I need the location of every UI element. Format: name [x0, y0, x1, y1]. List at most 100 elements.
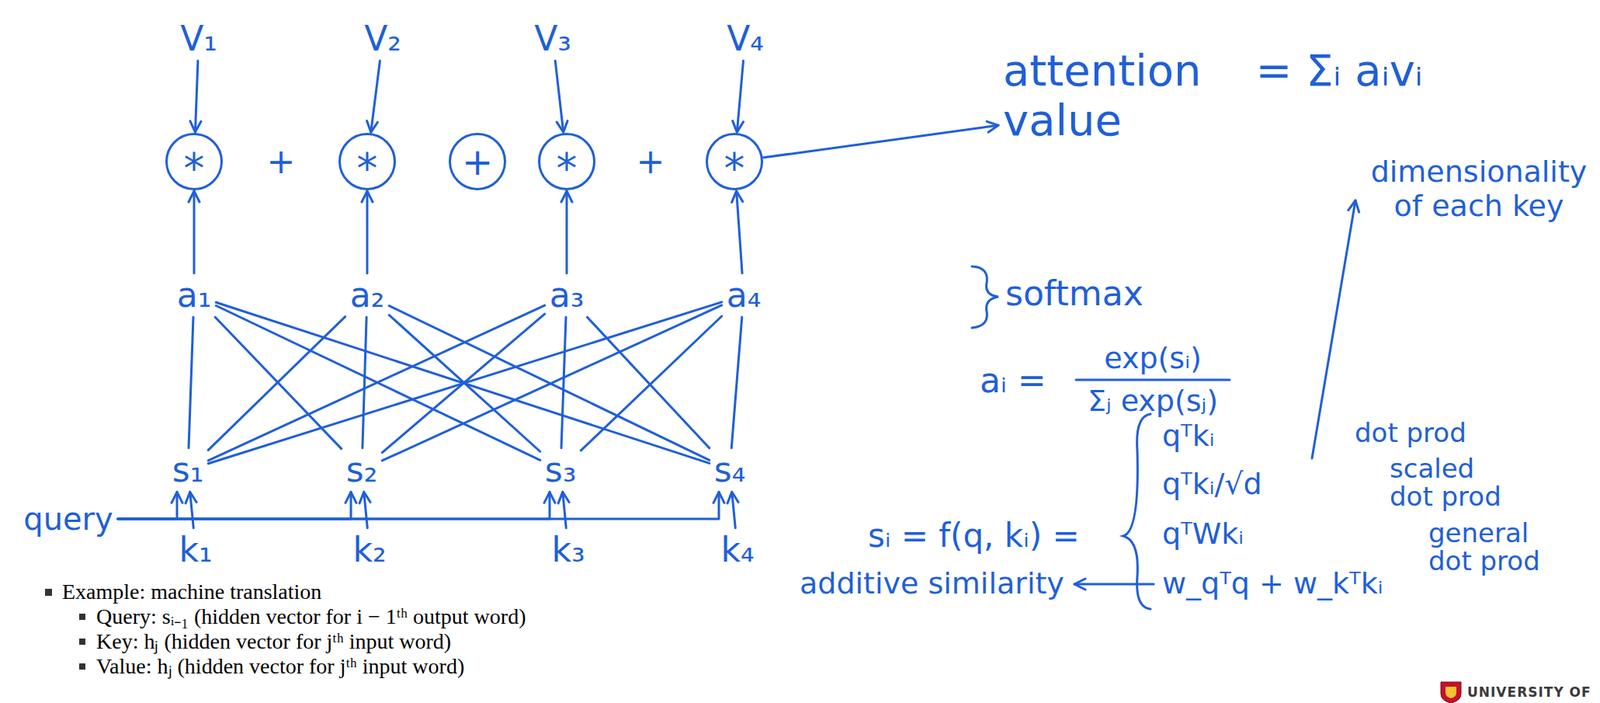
connector-line	[188, 316, 194, 448]
connector-line	[731, 316, 742, 448]
score-label: s₁	[167, 447, 209, 493]
node-text: a₄	[726, 275, 762, 316]
connector-line	[586, 316, 709, 448]
arrow	[364, 491, 368, 528]
attention-output: attention value = Σᵢ aᵢvᵢ	[998, 43, 1428, 149]
connector-line	[561, 316, 566, 448]
formula: aᵢ =	[979, 360, 1047, 401]
node-text: k₄	[720, 530, 754, 570]
arrow	[736, 190, 743, 274]
value-vector: V₄	[721, 17, 769, 62]
value-vector: V₃	[529, 17, 577, 62]
arrow	[118, 491, 178, 519]
score-label: s₃	[540, 447, 582, 493]
arrow	[118, 491, 351, 519]
formula: sᵢ = f(q, kᵢ) =	[867, 517, 1080, 555]
multiply-circle: *	[338, 132, 396, 191]
node-text: *	[183, 147, 205, 190]
formula: Σⱼ exp(sⱼ)	[1087, 384, 1219, 419]
connector-line	[362, 316, 367, 448]
arrow	[118, 491, 550, 519]
node-text: V₄	[726, 19, 764, 60]
arrow	[555, 60, 563, 132]
node-text: V₁	[180, 19, 218, 60]
connector-line	[215, 301, 709, 463]
fraction-bar	[1075, 378, 1230, 382]
node-text: k₂	[352, 530, 386, 570]
university-crest	[1440, 681, 1462, 703]
weight-label: a₃	[544, 273, 590, 318]
output-heading: attention value	[1003, 45, 1201, 146]
key-vector: k₃	[546, 527, 590, 573]
leader-arrow	[1074, 583, 1154, 586]
connector-line	[580, 315, 722, 451]
arrow	[371, 60, 381, 132]
leader-arrow	[1311, 200, 1356, 459]
arrow	[192, 190, 195, 274]
score-label: s₄	[709, 447, 751, 493]
plus-sign: +	[636, 142, 666, 182]
formula: exp(sᵢ)	[1103, 341, 1202, 376]
arrow	[118, 491, 719, 519]
node-text: k₁	[178, 530, 212, 570]
bullet-text: Example: machine translation	[62, 579, 322, 604]
multiply-circle: *	[165, 132, 223, 191]
logo-text: UNIVERSITY OF	[1467, 684, 1592, 701]
arrow	[763, 124, 999, 158]
formula: qᵀkᵢ	[1162, 419, 1215, 454]
node-text: *	[556, 147, 578, 190]
node-text: a₃	[549, 275, 585, 316]
node-text: s₄	[714, 450, 747, 490]
value-vector: V₂	[359, 17, 407, 62]
score-label: s₂	[341, 447, 383, 493]
softmax-note: softmax	[1005, 274, 1144, 314]
key-vector: k₂	[347, 527, 391, 573]
arrow	[190, 491, 195, 528]
formula: w_qᵀq + w_kᵀkᵢ	[1162, 566, 1383, 601]
output-formula: = Σᵢ aᵢvᵢ	[1255, 45, 1423, 96]
connector-line	[381, 305, 722, 461]
bullet-text: Key: hⱼ (hidden vector for jᵗʰ input wor…	[96, 628, 452, 654]
weight-label: a₂	[345, 273, 390, 318]
multiply-circle: *	[705, 132, 764, 191]
value-vector: V₁	[175, 17, 223, 62]
node-text: s₃	[544, 450, 577, 490]
multiply-circle: *	[537, 132, 596, 191]
connector-line	[215, 305, 540, 460]
formula: qᵀkᵢ/√d	[1162, 467, 1263, 502]
annotation-note: dimensionality of each key	[1368, 155, 1590, 223]
softmax-brace	[971, 266, 999, 328]
arrow	[732, 491, 736, 528]
node-text: a₂	[350, 275, 386, 316]
weight-label: a₄	[721, 273, 767, 318]
formula-note: scaled dot prod	[1389, 454, 1511, 511]
node-text: s₁	[172, 450, 205, 490]
bullet-text: Value: hⱼ (hidden vector for jᵗʰ input w…	[96, 653, 465, 679]
plus-sign: +	[267, 142, 296, 182]
weight-label: a₁	[172, 273, 217, 318]
node-text: +	[461, 142, 493, 181]
formula: qᵀWkᵢ	[1162, 517, 1244, 552]
connector-line	[208, 305, 545, 461]
arrow	[565, 190, 568, 274]
node-text: s₂	[346, 450, 379, 490]
bullet-square	[45, 588, 53, 596]
node-text: *	[357, 147, 379, 190]
node-text: query	[23, 500, 113, 537]
bullet-square	[79, 638, 86, 645]
node-text: a₁	[177, 275, 212, 316]
node-text: k₃	[551, 530, 585, 570]
arrow	[736, 60, 743, 132]
query-input: query	[18, 498, 118, 539]
connector-line	[208, 301, 722, 464]
formula-note: additive similarity	[799, 566, 1065, 601]
key-vector: k₄	[715, 527, 759, 573]
bullet-square	[79, 662, 86, 670]
arrow	[562, 491, 567, 528]
connector-line	[388, 305, 709, 461]
bullet-square	[79, 613, 86, 620]
formula-note: dot prod	[1354, 417, 1467, 448]
options-brace	[1123, 413, 1151, 609]
sum-circle: +	[448, 132, 507, 191]
